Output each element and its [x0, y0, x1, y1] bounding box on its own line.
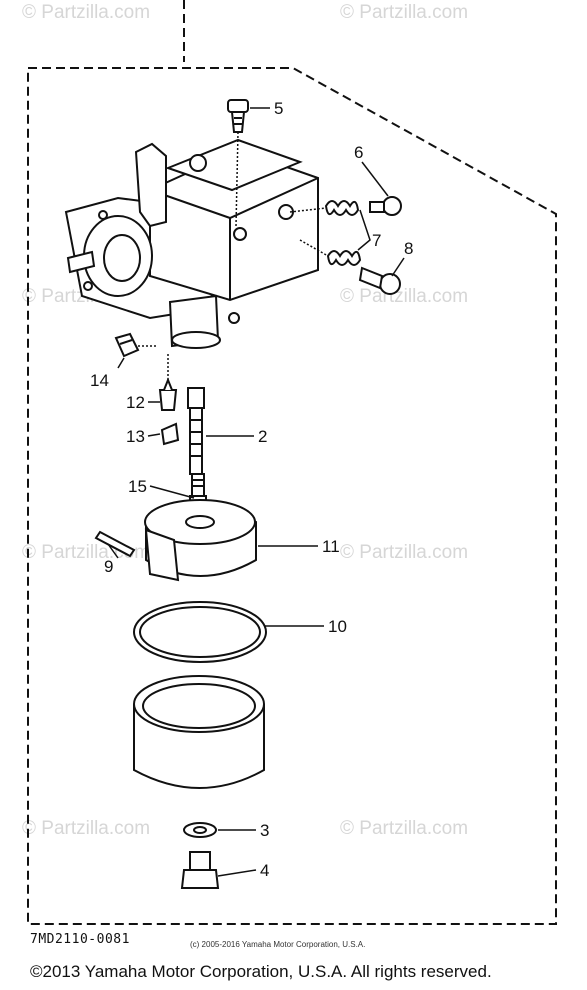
screw-part-6	[369, 196, 402, 216]
watermark: © Partzilla.com	[340, 2, 469, 23]
callout-8: 8	[404, 239, 413, 258]
screw-part-5	[227, 99, 249, 133]
small-copyright: (c) 2005-2016 Yamaha Motor Corporation, …	[190, 940, 366, 949]
callout-3: 3	[260, 821, 269, 840]
watermark: © Partzilla.com	[340, 542, 469, 563]
callout-5: 5	[274, 99, 283, 118]
callout-4: 4	[260, 861, 269, 880]
needle-valve-part-12	[158, 377, 178, 411]
carburetor-body	[64, 138, 319, 349]
callout-2: 2	[258, 427, 267, 446]
float-part-11	[144, 499, 257, 582]
gasket-part-10	[133, 601, 267, 663]
callout-11: 11	[322, 537, 340, 556]
leader-lines	[107, 107, 405, 877]
clip-part-13	[160, 422, 180, 446]
watermark: © Partzilla.com	[340, 286, 469, 307]
emulsion-tube-part-2	[187, 387, 205, 475]
watermark: © Partzilla.com	[22, 2, 151, 23]
callout-10: 10	[328, 617, 347, 636]
callout-6: 6	[354, 143, 363, 162]
copyright-notice: ©2013 Yamaha Motor Corporation, U.S.A. A…	[30, 962, 492, 981]
callout-12: 12	[126, 393, 145, 412]
watermark: © Partzilla.com	[340, 818, 469, 839]
callout-14: 14	[90, 371, 109, 390]
drain-bolt-part-4	[180, 851, 220, 889]
float-bowl	[133, 675, 265, 789]
assembly-boundary	[27, 67, 557, 925]
springs-part-7	[324, 200, 362, 266]
callout-9: 9	[104, 557, 113, 576]
screw-part-8	[358, 266, 401, 295]
jet-part-14	[114, 332, 140, 358]
diagram-code: 7MD2110-0081	[30, 932, 130, 947]
callout-15: 15	[128, 477, 147, 496]
watermark: © Partzilla.com	[22, 818, 151, 839]
pin-part-9	[94, 530, 136, 558]
callout-13: 13	[126, 427, 145, 446]
callout-7: 7	[372, 231, 381, 250]
washer-part-3	[183, 822, 217, 838]
